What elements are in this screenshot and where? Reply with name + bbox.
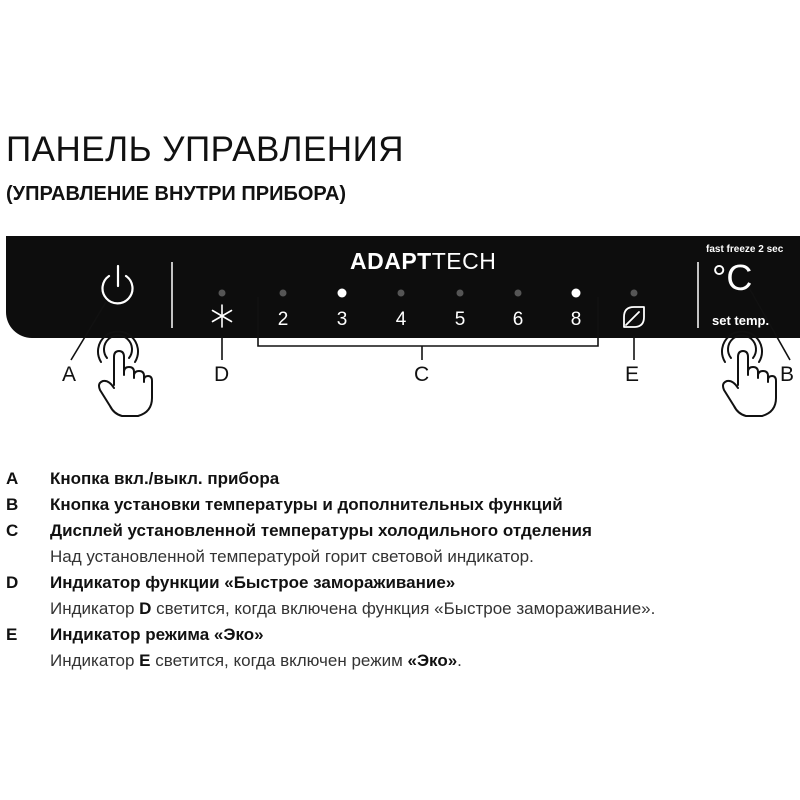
legend-note-part: Индикатор: [50, 651, 140, 670]
legend-note: Над установленной температурой горит све…: [50, 547, 534, 566]
temperature-indicator-dot: [571, 288, 581, 298]
brand-logo-light: TECH: [431, 248, 497, 274]
callout-b: B: [780, 363, 795, 386]
temperature-indicator-dot: [397, 289, 405, 297]
page-title: ПАНЕЛЬ УПРАВЛЕНИЯ: [6, 130, 404, 169]
callout-c: C: [414, 363, 430, 386]
temp-value: 3: [336, 309, 348, 330]
eco-indicator-dot: [630, 289, 638, 297]
page-subtitle: (УПРАВЛЕНИЕ ВНУТРИ ПРИБОРА): [6, 183, 347, 205]
legend-letter: E: [6, 625, 18, 644]
temp-value: 6: [512, 309, 524, 330]
brand-logo-bold: ADAPT: [350, 248, 432, 274]
temperature-indicator-dot: [514, 289, 522, 297]
eco-leaf-icon: [623, 306, 645, 328]
temperature-indicator-dot: [337, 288, 347, 298]
press-hand-icon-right: [721, 330, 777, 417]
callout-d: D: [214, 363, 230, 386]
legend-note-part: светится, когда включен режим: [150, 651, 408, 670]
legend-note: Индикатор D светится, когда включена фун…: [50, 596, 655, 622]
control-panel: [6, 236, 800, 338]
legend-text: Индикатор функции «Быстрое замораживание…: [50, 573, 456, 592]
legend-note-part: Индикатор: [50, 599, 140, 618]
snowflake-icon: [211, 304, 233, 328]
legend-note-bold: E: [139, 651, 151, 670]
legend-note-d: Индикатор D светится, когда включена фун…: [6, 596, 796, 622]
fast-freeze-hint: fast freeze 2 sec: [706, 244, 784, 255]
legend-text: Кнопка вкл./выкл. прибора: [50, 469, 280, 488]
legend-text: Индикатор режима «Эко»: [50, 625, 264, 644]
legend-text: Дисплей установленной температуры холоди…: [50, 521, 592, 540]
brand-logo: ADAPTTECH: [350, 248, 496, 275]
legend-note-c: Над установленной температурой горит све…: [6, 544, 796, 570]
power-button-icon[interactable]: [101, 264, 134, 305]
legend-note-bold: D: [139, 599, 152, 618]
legend-letter: B: [6, 495, 19, 514]
temperature-indicator-dot: [279, 289, 287, 297]
temperature-indicator-dot: [456, 289, 464, 297]
callout-line-b: [747, 285, 791, 361]
temp-value: 5: [454, 309, 466, 330]
legend-item-a: A Кнопка вкл./выкл. прибора: [6, 466, 796, 492]
legend: A Кнопка вкл./выкл. прибора B Кнопка уст…: [6, 466, 796, 674]
legend-letter: C: [6, 521, 19, 540]
temp-value: 8: [570, 309, 582, 330]
legend-item-d: D Индикатор функции «Быстрое замораживан…: [6, 570, 796, 596]
legend-item-e: E Индикатор режима «Эко»: [6, 622, 796, 648]
legend-letter: D: [6, 573, 19, 592]
callout-e: E: [625, 363, 640, 386]
legend-note-part: .: [457, 651, 462, 670]
set-temp-label: set temp.: [712, 313, 770, 328]
legend-item-c: C Дисплей установленной температуры холо…: [6, 518, 796, 544]
legend-note: Индикатор E светится, когда включен режи…: [50, 648, 462, 674]
legend-text: Кнопка установки температуры и дополните…: [50, 495, 563, 514]
temperature-bracket: [257, 297, 599, 347]
legend-item-b: B Кнопка установки температуры и дополни…: [6, 492, 796, 518]
press-hand-icon-left: [97, 330, 153, 417]
temperature-indicator-dots: [279, 288, 581, 298]
temp-value: 4: [395, 309, 407, 330]
callout-a: A: [62, 363, 77, 386]
callout-line-a: [70, 301, 107, 361]
temp-value: 2: [277, 309, 289, 330]
fast-freeze-indicator-dot: [218, 289, 226, 297]
legend-note-part: светится, когда включена функция «Быстро…: [151, 599, 656, 618]
legend-note-e: Индикатор E светится, когда включен режи…: [6, 648, 796, 674]
legend-letter: A: [6, 469, 19, 488]
set-temp-button[interactable]: °C: [712, 257, 753, 298]
legend-note-bold: «Эко»: [407, 651, 458, 670]
